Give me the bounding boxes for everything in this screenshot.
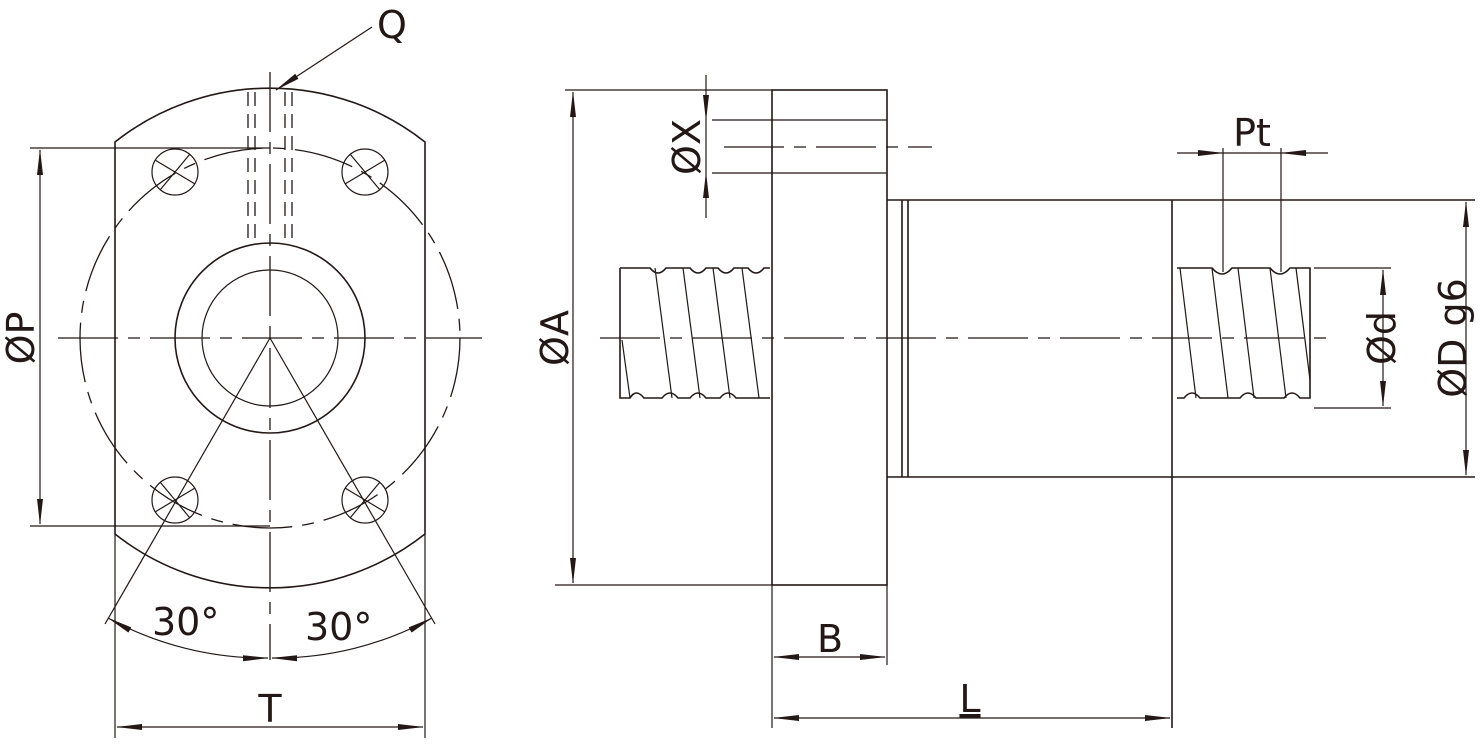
pt-label: Pt: [1233, 111, 1271, 155]
front-view: ØP Q 30° 30° T: [0, 3, 482, 738]
screw-thread-right: [1177, 267, 1311, 399]
d-small-label: Ød: [1360, 311, 1404, 365]
l-label: L: [959, 677, 980, 721]
a-label: ØA: [533, 310, 577, 366]
angle-arc-left: [107, 617, 269, 662]
t-label: T: [257, 687, 282, 731]
x-label: ØX: [665, 119, 709, 175]
bolt-hole: [341, 148, 389, 196]
side-view: ØA ØX Pt Ød ØD g6 B L: [533, 75, 1475, 728]
angle-right-label: 30°: [305, 605, 372, 649]
bolt-hole: [151, 148, 199, 196]
angle-arc-right: [271, 617, 433, 662]
bolt-holes: [151, 148, 389, 524]
d-large-label: ØD g6: [1431, 278, 1475, 398]
p-label: ØP: [0, 312, 43, 365]
bolt-hole: [151, 476, 199, 524]
q-leader: [275, 26, 373, 91]
angle-left-label: 30°: [152, 600, 219, 644]
b-label: B: [817, 617, 843, 661]
bolt-hole: [341, 476, 389, 524]
nut-body: [887, 199, 1475, 478]
q-label: Q: [377, 3, 407, 47]
q-hole-hidden-lines: [247, 92, 293, 240]
screw-thread-left: [619, 267, 770, 399]
